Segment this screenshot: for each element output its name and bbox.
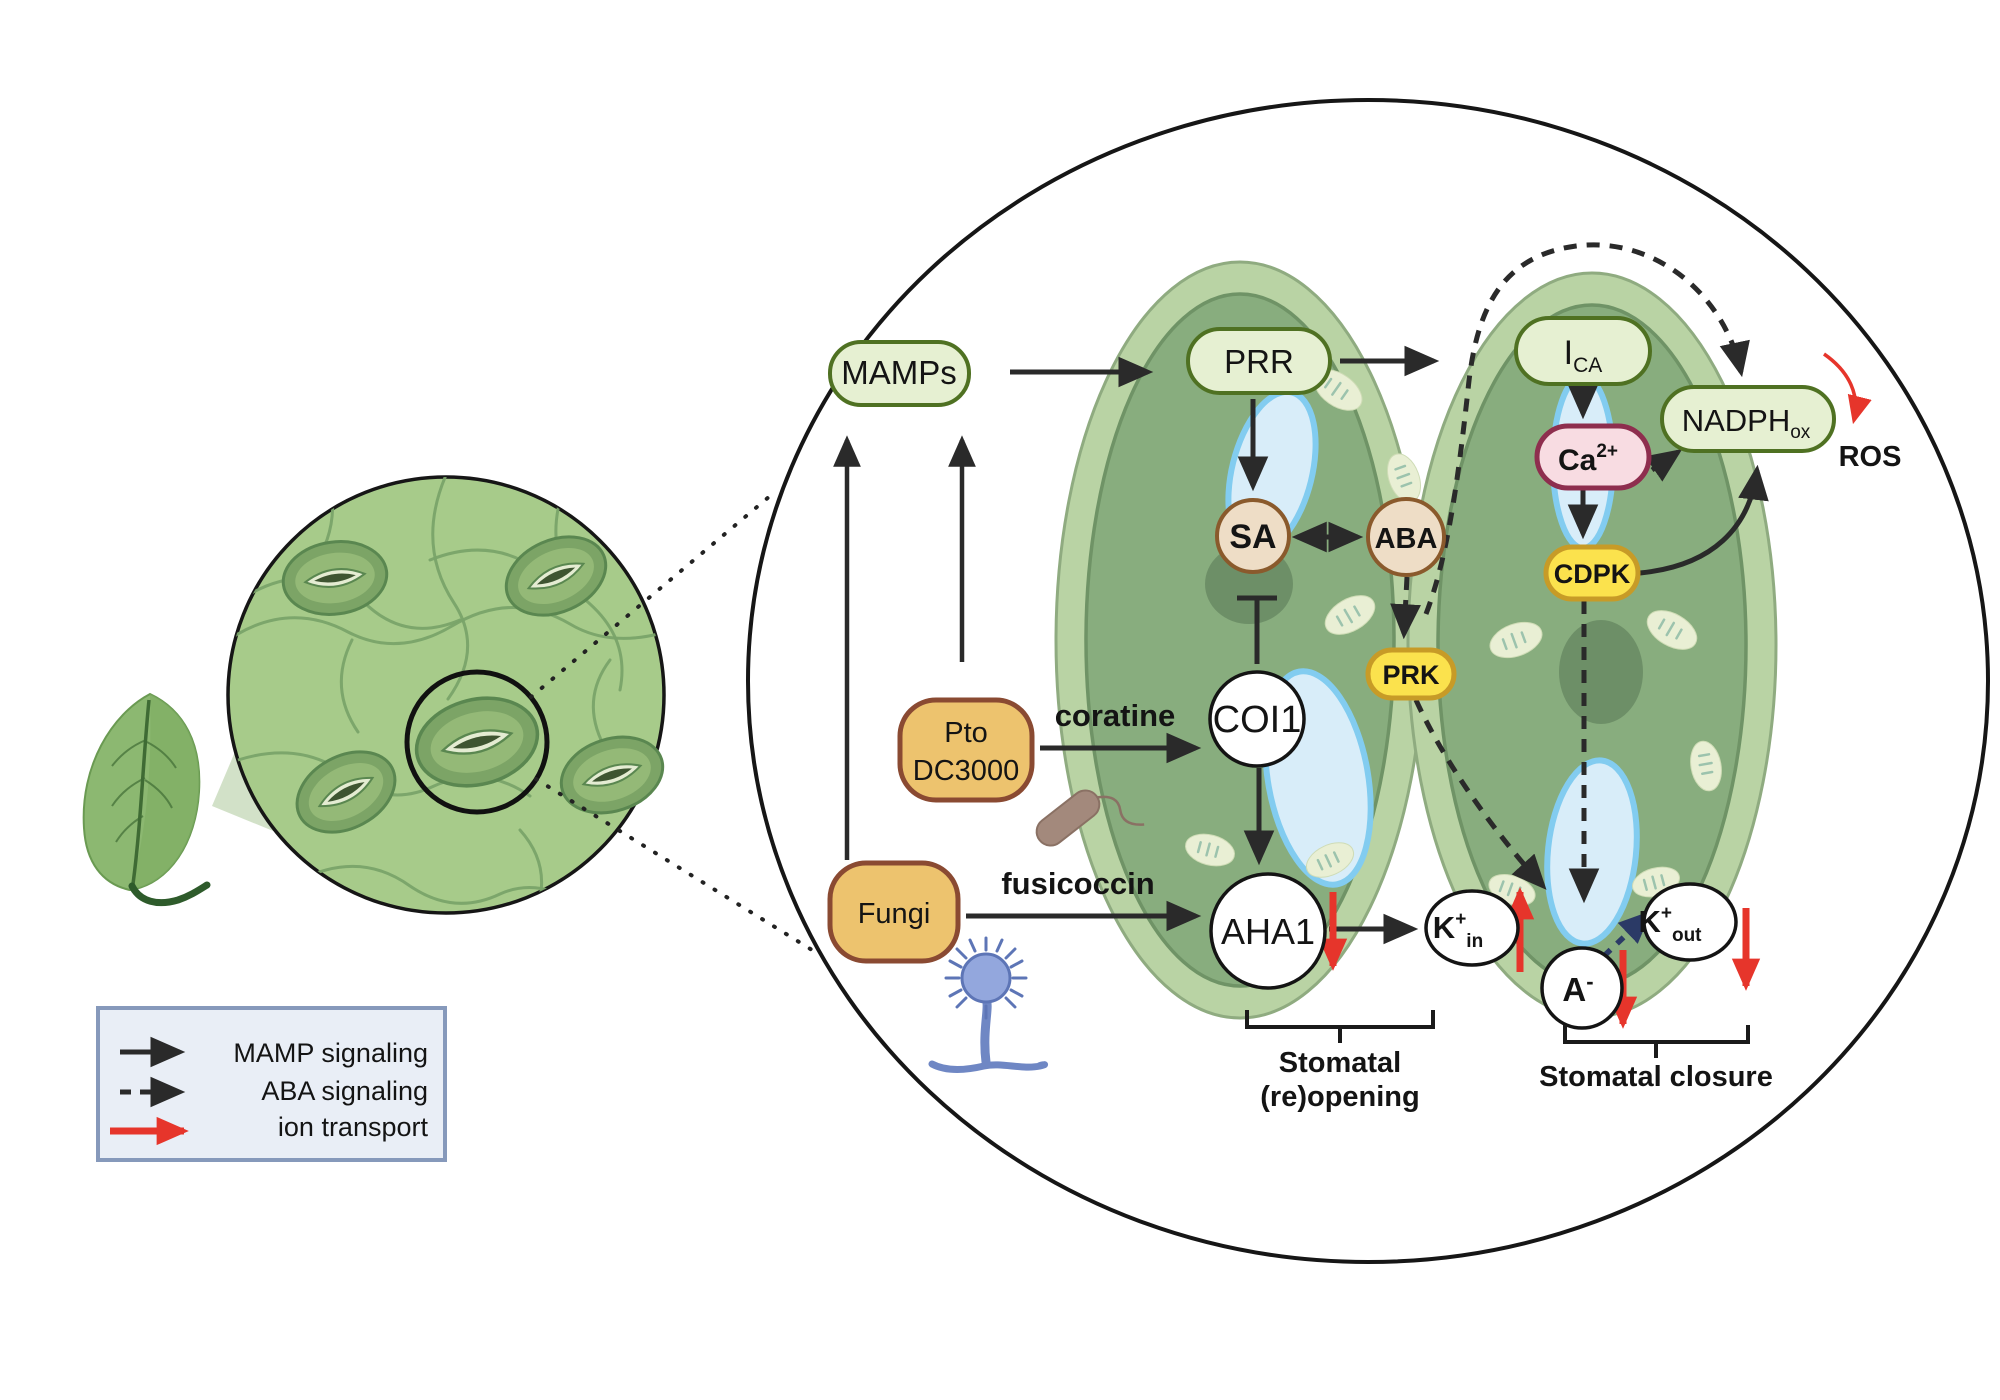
magnifier-connector-bottom bbox=[534, 777, 814, 952]
node-prk: PRK bbox=[1365, 647, 1457, 701]
pto-label-line2: DC3000 bbox=[913, 755, 1019, 787]
nucleus-right bbox=[1559, 620, 1643, 724]
mamps-label: MAMPs bbox=[841, 354, 957, 391]
dashed-prk-to-stoma bbox=[1413, 698, 1547, 890]
epidermis-circle bbox=[226, 475, 666, 915]
mamps-shape bbox=[828, 340, 971, 407]
leaf-stem bbox=[128, 881, 211, 907]
prr-shape bbox=[1186, 327, 1332, 395]
legend-mamp-label: MAMP signaling bbox=[233, 1038, 428, 1068]
sa-label: SA bbox=[1229, 518, 1276, 556]
node-sa: SA bbox=[1215, 498, 1291, 574]
arrow-cdpk-to-nadphox bbox=[1639, 464, 1769, 576]
nadphox-label: NADPHox bbox=[1682, 403, 1811, 443]
coi1-label: COI1 bbox=[1213, 699, 1302, 741]
red-arrow-nadphox-to-ros bbox=[1823, 352, 1872, 425]
anion-shape bbox=[1540, 946, 1624, 1030]
node-ca: Ca2+ bbox=[1534, 423, 1652, 491]
bracket-stomatal-reopening bbox=[1245, 1010, 1435, 1043]
ica-shape bbox=[1514, 316, 1652, 386]
stomatal-closure-label: Stomatal closure bbox=[1539, 1061, 1773, 1093]
leaf-side-veins bbox=[111, 739, 177, 843]
leaf-midvein bbox=[131, 699, 151, 885]
ca-shape bbox=[1534, 423, 1652, 491]
prr-label: PRR bbox=[1224, 343, 1294, 380]
node-ica: ICA bbox=[1514, 316, 1652, 386]
node-nadphox: NADPHox bbox=[1660, 385, 1836, 453]
stomatal-reopening-line2: (re)opening bbox=[1260, 1081, 1420, 1113]
leaf-icon bbox=[82, 692, 211, 907]
cdpk-label: CDPK bbox=[1554, 559, 1631, 589]
epidermis-stomata bbox=[281, 535, 665, 834]
node-k-out: K+out bbox=[1638, 882, 1738, 962]
fusicoccin-label: fusicoccin bbox=[1001, 866, 1154, 901]
node-mamps: MAMPs bbox=[828, 340, 971, 407]
pto-shape bbox=[897, 697, 1035, 803]
stoma-highlight-circle bbox=[404, 669, 550, 815]
node-aha1: AHA1 bbox=[1209, 872, 1327, 990]
coi1-shape bbox=[1208, 670, 1306, 768]
node-fungi: Fungi bbox=[827, 860, 961, 964]
node-k-in: K+in bbox=[1424, 889, 1520, 967]
node-prr: PRR bbox=[1186, 327, 1332, 395]
legend-aba-label: ABA signaling bbox=[261, 1076, 428, 1106]
aba-label: ABA bbox=[1375, 523, 1438, 555]
mamp-signaling-arrows bbox=[833, 345, 1769, 945]
ca-label: Ca2+ bbox=[1558, 441, 1618, 477]
nadphox-shape bbox=[1660, 385, 1836, 453]
ion-transport-arrows bbox=[1318, 352, 1872, 1029]
node-aba: ABA bbox=[1366, 497, 1446, 577]
leaf-blade-shade bbox=[130, 694, 200, 890]
aba-signaling-arrows bbox=[1390, 242, 1750, 958]
k-in-shape bbox=[1424, 889, 1520, 967]
fungus-icon bbox=[928, 936, 1048, 1073]
aba-shape bbox=[1366, 497, 1446, 577]
k-in-label: K+in bbox=[1433, 909, 1483, 952]
arrow-ca-to-nadphox bbox=[1644, 449, 1683, 482]
stoma-icon bbox=[281, 540, 389, 616]
aha1-label: AHA1 bbox=[1221, 911, 1315, 952]
ica-label: ICA bbox=[1564, 334, 1603, 377]
aha1-shape bbox=[1209, 872, 1327, 990]
stoma-icon-highlighted bbox=[414, 696, 540, 788]
node-coi1: COI1 bbox=[1208, 670, 1306, 768]
stoma-icon bbox=[504, 535, 608, 617]
dashed-aba-to-prk bbox=[1390, 576, 1421, 640]
ros-label: ROS bbox=[1839, 441, 1902, 473]
k-out-label: K+out bbox=[1638, 903, 1702, 946]
magnifier-connector-top bbox=[529, 494, 772, 699]
stoma-icon bbox=[559, 735, 665, 815]
legend-ion-label: ion transport bbox=[278, 1112, 429, 1142]
sa-shape bbox=[1215, 498, 1291, 574]
k-out-shape bbox=[1642, 882, 1738, 962]
stomatal-reopening-line1: Stomatal bbox=[1279, 1047, 1401, 1079]
coratine-label: coratine bbox=[1055, 698, 1176, 733]
anion-label: A- bbox=[1562, 969, 1593, 1008]
bacterium-icon bbox=[1035, 789, 1145, 847]
dashed-arc-to-nadphox bbox=[1423, 242, 1750, 615]
fungi-shape bbox=[827, 860, 961, 964]
prk-label: PRK bbox=[1382, 660, 1440, 690]
cdpk-shape bbox=[1543, 544, 1641, 602]
epidermis-boundary bbox=[226, 475, 666, 915]
node-pto-dc3000: Pto DC3000 bbox=[897, 697, 1035, 803]
node-anion: A- bbox=[1540, 946, 1624, 1030]
stoma-icon bbox=[295, 750, 397, 834]
legend: MAMP signaling ABA signaling ion transpo… bbox=[96, 1006, 447, 1162]
prk-shape bbox=[1365, 647, 1457, 701]
bracket-stomatal-closure bbox=[1563, 1025, 1750, 1058]
pto-label-line1: Pto bbox=[944, 717, 988, 749]
node-cdpk: CDPK bbox=[1543, 544, 1641, 602]
fungi-label: Fungi bbox=[858, 898, 931, 930]
